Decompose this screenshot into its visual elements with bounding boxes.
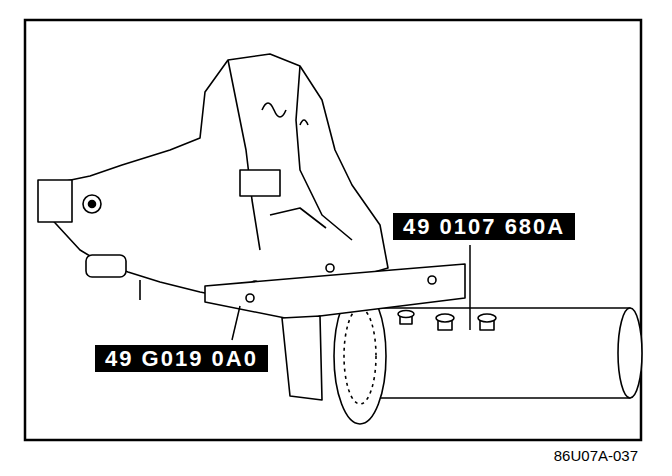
bolt-head: [436, 314, 454, 322]
leader-lines: [232, 245, 470, 340]
bracket-bolt: [428, 276, 436, 284]
figure-code: 86U07A-037: [552, 447, 640, 465]
boss: [83, 195, 101, 213]
mount-bolt: [326, 264, 334, 272]
wiring: [262, 103, 308, 125]
stand-cylinder: [362, 308, 630, 398]
transaxle-case: [42, 54, 388, 300]
case-detail: [270, 208, 326, 228]
transaxle: [38, 54, 388, 300]
leader-line: [469, 245, 471, 330]
case-seam: [228, 60, 260, 250]
stand-bolts: [398, 311, 496, 331]
cylinder-end: [618, 308, 642, 398]
bolt-hole: [89, 201, 96, 208]
leader-line: [232, 306, 240, 340]
hanger-bracket: [205, 264, 465, 400]
part-number: 49 G019 0A0: [95, 345, 268, 372]
side-flange: [38, 180, 72, 222]
figure-frame: [25, 20, 641, 440]
stud: [139, 280, 141, 300]
cover: [240, 170, 280, 196]
cylinder: [86, 255, 126, 277]
part-number: 49 0107 680A: [393, 213, 575, 240]
case-rib: [296, 66, 352, 240]
bolt-head: [398, 311, 414, 318]
disk-holes: [344, 308, 376, 404]
bracket-plate: [205, 264, 465, 322]
bracket-leg: [282, 316, 322, 400]
bolt-head: [478, 314, 496, 322]
bracket-bolt: [246, 294, 254, 302]
